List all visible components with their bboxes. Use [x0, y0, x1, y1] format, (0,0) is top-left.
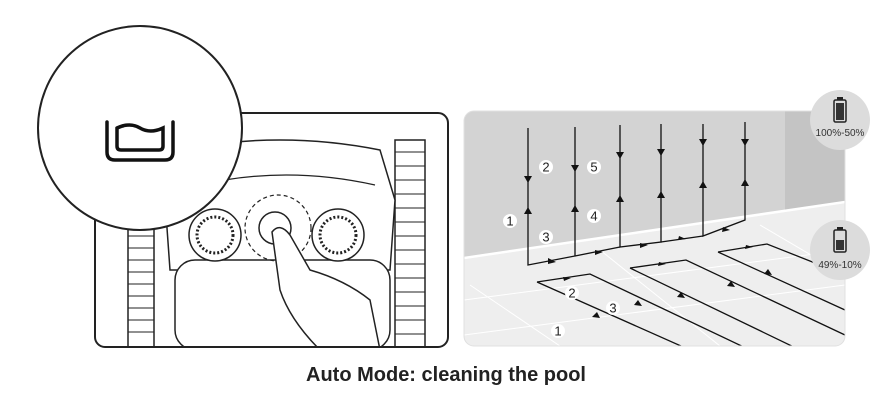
svg-text:4: 4 [590, 209, 597, 224]
svg-text:5: 5 [590, 160, 597, 175]
svg-text:3: 3 [609, 301, 616, 316]
battery-low-badge: 49%-10% [810, 220, 870, 280]
wall-step-labels: 1 2 3 4 5 [503, 160, 601, 245]
svg-text:1: 1 [554, 324, 561, 339]
battery-high-badge: 100%-50% [810, 90, 870, 150]
svg-text:1: 1 [506, 214, 513, 229]
svg-text:2: 2 [542, 160, 549, 175]
svg-text:2: 2 [568, 286, 575, 301]
fan-right [311, 208, 365, 262]
hand [271, 226, 381, 347]
auto-mode-tub-icon [105, 120, 175, 162]
svg-text:100%-50%: 100%-50% [816, 128, 865, 139]
floor-step-labels: 1 2 3 [551, 286, 620, 339]
svg-text:3: 3 [542, 230, 549, 245]
battery-half-icon [833, 227, 847, 253]
battery-full-icon [833, 97, 847, 123]
cleaning-path-diagram: 1 2 3 4 5 1 2 3 [464, 111, 845, 346]
caption-title: Auto Mode: cleaning the pool [306, 364, 586, 386]
svg-text:49%-10%: 49%-10% [818, 260, 861, 271]
fan-left [188, 208, 242, 262]
